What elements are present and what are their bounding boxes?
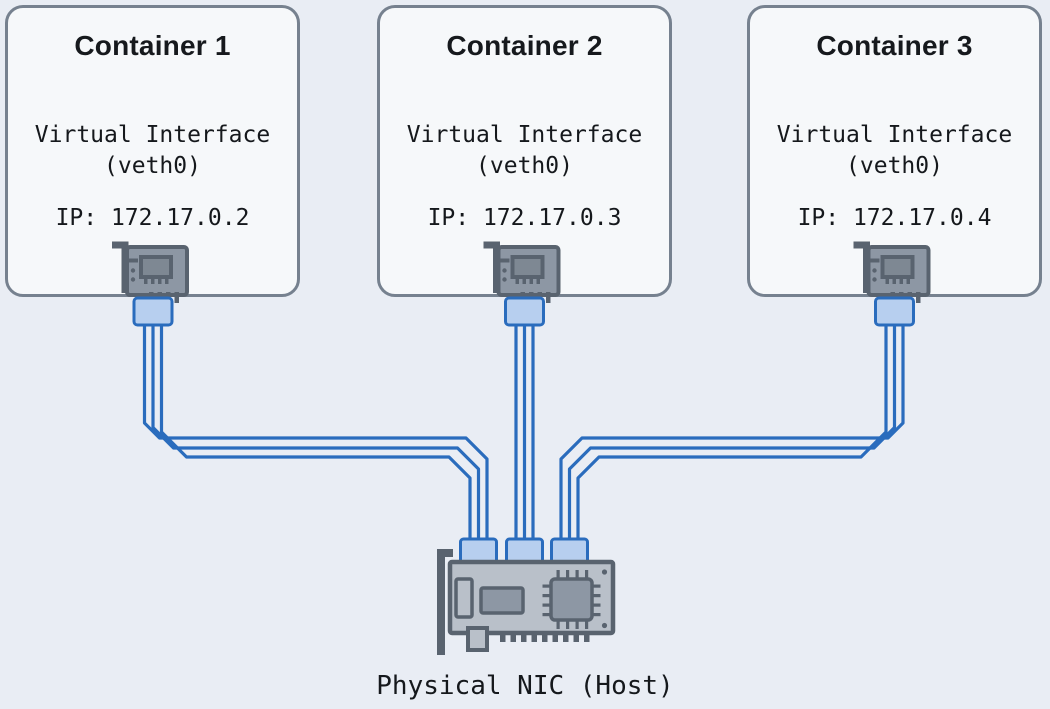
physical-nic-label: Physical NIC (Host) [376,671,674,701]
cable-3 [559,323,905,541]
cable-connector [874,296,915,327]
virtual-interface-label: Virtual Interface (veth0) [406,122,643,179]
nic-card-icon [854,245,929,303]
cable-connector [459,537,498,565]
container-box-1: Container 1 Virtual Interface (veth0) IP… [5,5,300,297]
ip-address-label: IP: 172.17.0.4 [797,205,992,231]
nic-card-icon [112,245,187,303]
nic-card-icon [484,245,559,303]
container-title: Container 3 [816,30,973,61]
ip-address-label: IP: 172.17.0.2 [55,205,250,231]
cable-connector [132,296,174,327]
cable-connector [504,296,545,327]
container-title: Container 1 [74,30,231,61]
cable-2 [514,323,535,540]
virtual-interface-label: Virtual Interface (veth0) [34,122,271,179]
ip-address-label: IP: 172.17.0.3 [427,205,622,231]
virtual-interface-label: Virtual Interface (veth0) [776,122,1013,179]
cable-connector [550,537,589,565]
container-title: Container 2 [446,30,603,61]
physical-nic-icon [437,549,616,655]
cable-1 [142,323,489,541]
cable-connector [505,537,544,565]
